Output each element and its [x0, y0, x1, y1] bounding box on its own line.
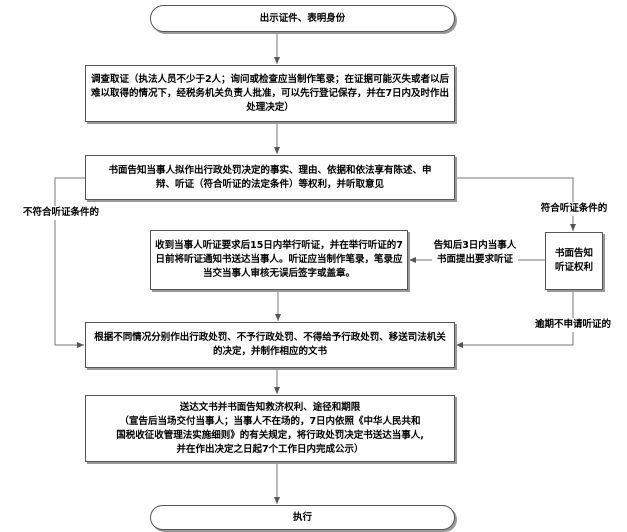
hearing-notice-step: 书面告知听证权利	[545, 232, 603, 290]
eligible-label: 符合听证条件的	[528, 202, 620, 216]
start-node: 出示证件、表明身份	[150, 5, 455, 32]
end-node: 执行	[150, 505, 455, 530]
deliver-body: （宣告后当场交付当事人；当事人不在场的，7日内依照《中华人民共和国税收征收管理法…	[116, 415, 424, 455]
notify-step: 书面告知当事人拟作出行政处罚决定的事实、理由、依据和依法享有陈述、申辩、听证（符…	[85, 155, 455, 200]
decision-step: 根据不同情况分别作出行政处罚、不予行政处罚、不得给予行政处罚、移送司法机关的决定…	[85, 322, 455, 368]
arrow-overdue	[456, 290, 574, 348]
arrow-not-eligible	[54, 177, 85, 348]
overdue-label: 逾期不申请听证的	[524, 318, 622, 332]
investigate-step: 调查取证（执法人员不少于2人；询问或检查应当制作笔录；在证据可能灭失或者以后难以…	[85, 65, 455, 122]
request-label: 告知后3日内当事人书面提出要求听证	[432, 239, 518, 267]
deliver-title: 送达文书并书面告知救济权利、途径和期限	[179, 401, 361, 413]
not-eligible-label: 不符合听证条件的	[6, 206, 116, 220]
deliver-step: 送达文书并书面告知救济权利、途径和期限 （宣告后当场交付当事人；当事人不在场的，…	[85, 395, 455, 462]
hearing-step: 收到当事人听证要求后15日内举行听证，并在举行听证的7日前将听证通知书送达当事人…	[150, 230, 408, 290]
